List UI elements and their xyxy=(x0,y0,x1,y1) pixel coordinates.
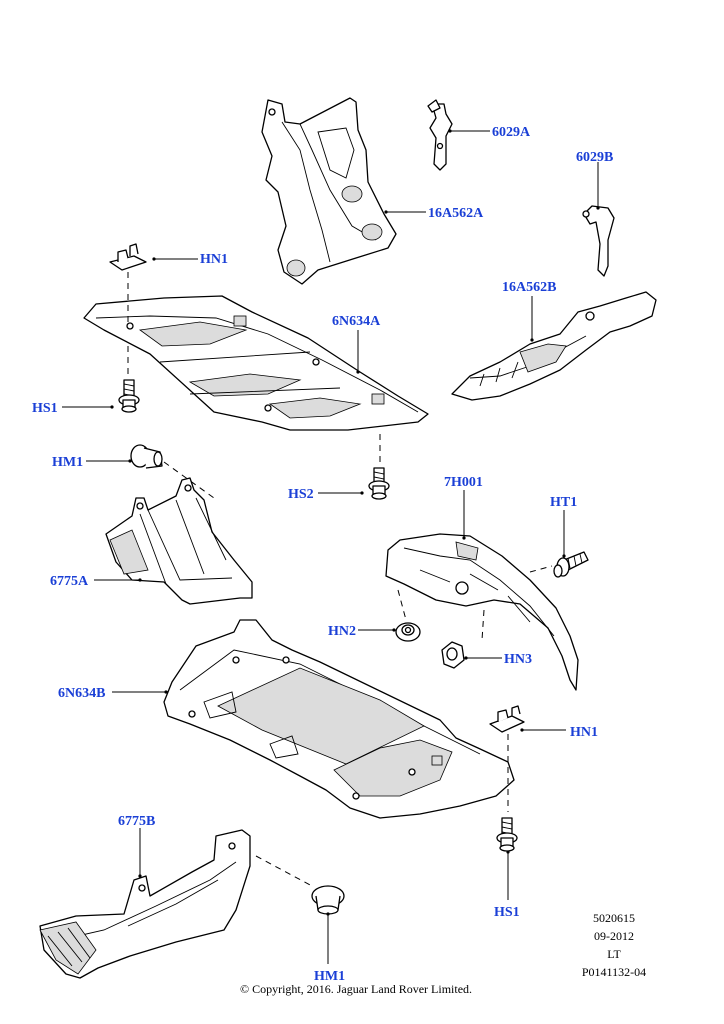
callout-6N634B[interactable]: 6N634B xyxy=(58,686,105,701)
callout-HS1-left[interactable]: HS1 xyxy=(32,401,58,416)
part-HN1-clip-top xyxy=(109,243,147,271)
info-line-4: P0141132-04 xyxy=(582,965,646,979)
part-HN2-nut xyxy=(395,622,421,642)
callout-labels: 6029A 6029B 16A562A 16A562B HN1 6N634A H… xyxy=(32,125,613,984)
part-6N634A-undertray xyxy=(83,295,429,431)
part-HN3-nut xyxy=(441,641,465,669)
copyright-notice: © Copyright, 2016. Jaguar Land Rover Lim… xyxy=(240,982,472,996)
callout-HM1-left[interactable]: HM1 xyxy=(52,455,83,470)
part-7H001-shield xyxy=(385,533,579,691)
part-HS1-screw-bottom xyxy=(496,817,518,852)
drawing-info-block: 5020615 09-2012 LT P0141132-04 xyxy=(582,911,646,979)
part-16A562A-heat-shield xyxy=(261,97,397,285)
part-HS1-screw-left xyxy=(118,379,140,413)
part-6775A-bracket xyxy=(105,477,253,605)
callout-6029B[interactable]: 6029B xyxy=(576,150,613,165)
part-6N634B-undertray xyxy=(163,619,515,819)
info-line-1: 5020615 xyxy=(593,911,635,925)
callout-HN1-right[interactable]: HN1 xyxy=(570,725,598,740)
part-HS2-screw xyxy=(368,467,390,500)
part-HM1-push-clip-left xyxy=(130,444,163,469)
callout-7H001[interactable]: 7H001 xyxy=(444,475,483,490)
assembly-lines xyxy=(127,272,553,887)
callout-HM1-bottom[interactable]: HM1 xyxy=(314,969,345,984)
part-16A562B-heat-shield xyxy=(451,291,657,401)
part-HM1-push-clip-bottom xyxy=(311,885,345,915)
callout-6775A[interactable]: 6775A xyxy=(50,574,89,589)
callout-HS2[interactable]: HS2 xyxy=(288,487,314,502)
part-6029B-bracket xyxy=(582,205,615,277)
callout-16A562A[interactable]: 16A562A xyxy=(428,206,484,221)
callout-HN3[interactable]: HN3 xyxy=(504,652,532,667)
part-HN1-clip-right xyxy=(489,705,525,733)
leader-lines xyxy=(62,129,600,964)
part-6775B-shield xyxy=(39,829,251,979)
callout-6029A[interactable]: 6029A xyxy=(492,125,531,140)
callout-6775B[interactable]: 6775B xyxy=(118,814,155,829)
callout-6N634A[interactable]: 6N634A xyxy=(332,314,381,329)
part-6029A-bracket xyxy=(427,99,453,171)
callout-HN2[interactable]: HN2 xyxy=(328,624,356,639)
info-line-3: LT xyxy=(607,947,621,961)
callout-HT1[interactable]: HT1 xyxy=(550,495,577,510)
part-HT1-stud xyxy=(553,551,589,578)
info-line-2: 09-2012 xyxy=(594,929,634,943)
callout-HS1-bottom[interactable]: HS1 xyxy=(494,905,520,920)
callout-HN1-top[interactable]: HN1 xyxy=(200,252,228,267)
callout-16A562B[interactable]: 16A562B xyxy=(502,280,556,295)
